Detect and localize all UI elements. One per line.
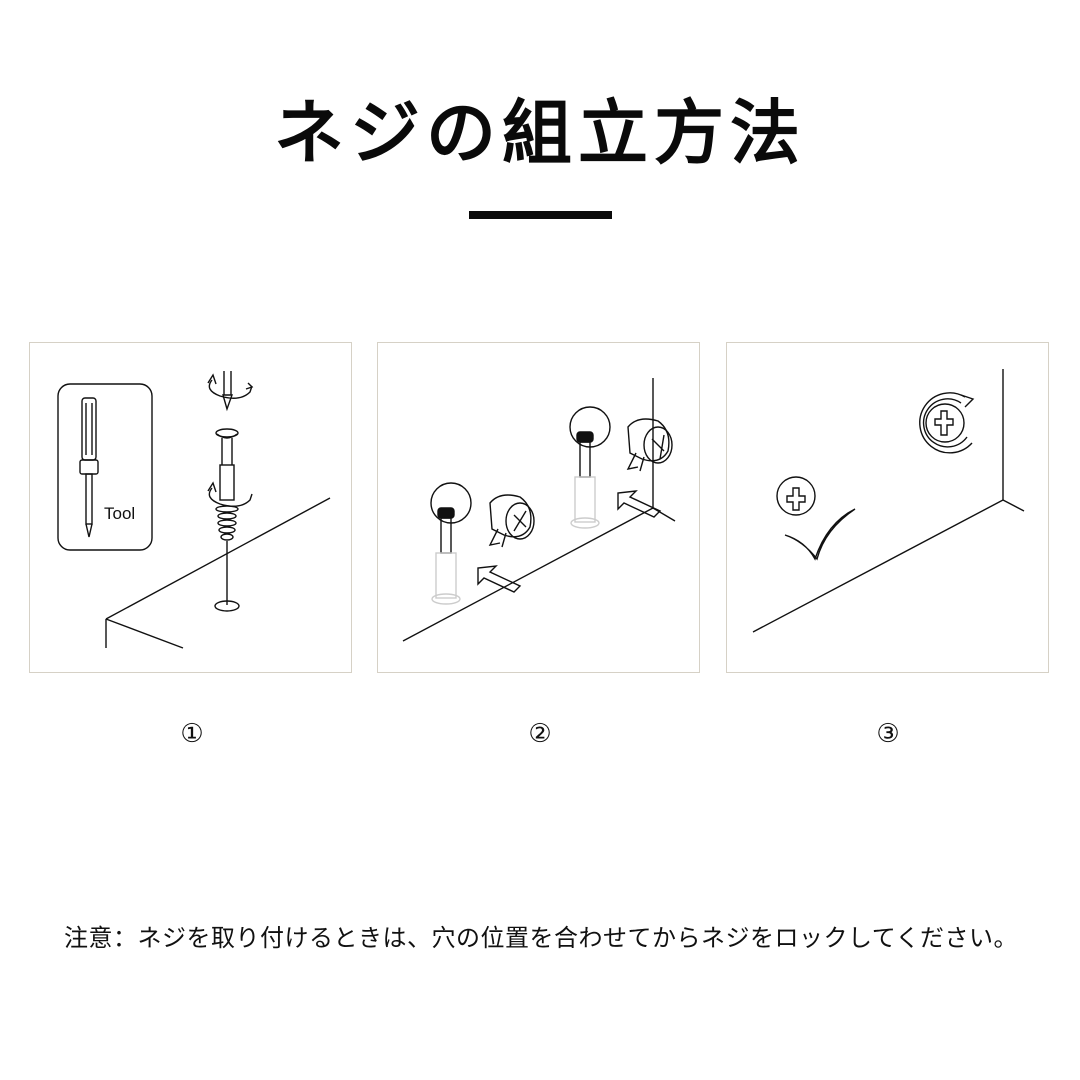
rotate-lock-icon: [919, 392, 975, 454]
wall-corner-outline: [752, 369, 1025, 633]
tool-box: [57, 383, 153, 551]
caution-note: 注意：ネジを取り付けるときは、穴の位置を合わせてからネジをロックしてください。: [64, 924, 1019, 952]
step-1-illustration: Tool: [57, 371, 331, 649]
tool-label: Tool: [104, 504, 135, 523]
bolt-and-cam-left: [430, 482, 535, 605]
step-number-3: ③: [876, 719, 900, 749]
step-1-panel: Tool: [29, 342, 352, 673]
screwdriver-icon: [79, 397, 99, 538]
arrow-icon: [617, 490, 662, 518]
arrow-icon: [477, 565, 522, 593]
page-title: ネジの組立方法: [274, 92, 806, 174]
driver-bit-icon: [207, 371, 254, 412]
step-number-2: ②: [528, 719, 552, 749]
title-underline: [469, 211, 612, 219]
step-3-panel: [726, 342, 1049, 673]
bolt-and-cam-right: [569, 406, 673, 529]
step-number-1: ①: [180, 719, 204, 749]
check-icon: [776, 476, 856, 561]
board-outline: [105, 497, 331, 649]
step-2-panel: [377, 342, 700, 673]
screw-icon: [207, 428, 253, 612]
step-3-illustration: [752, 369, 1025, 633]
step-2-illustration: [402, 378, 676, 642]
